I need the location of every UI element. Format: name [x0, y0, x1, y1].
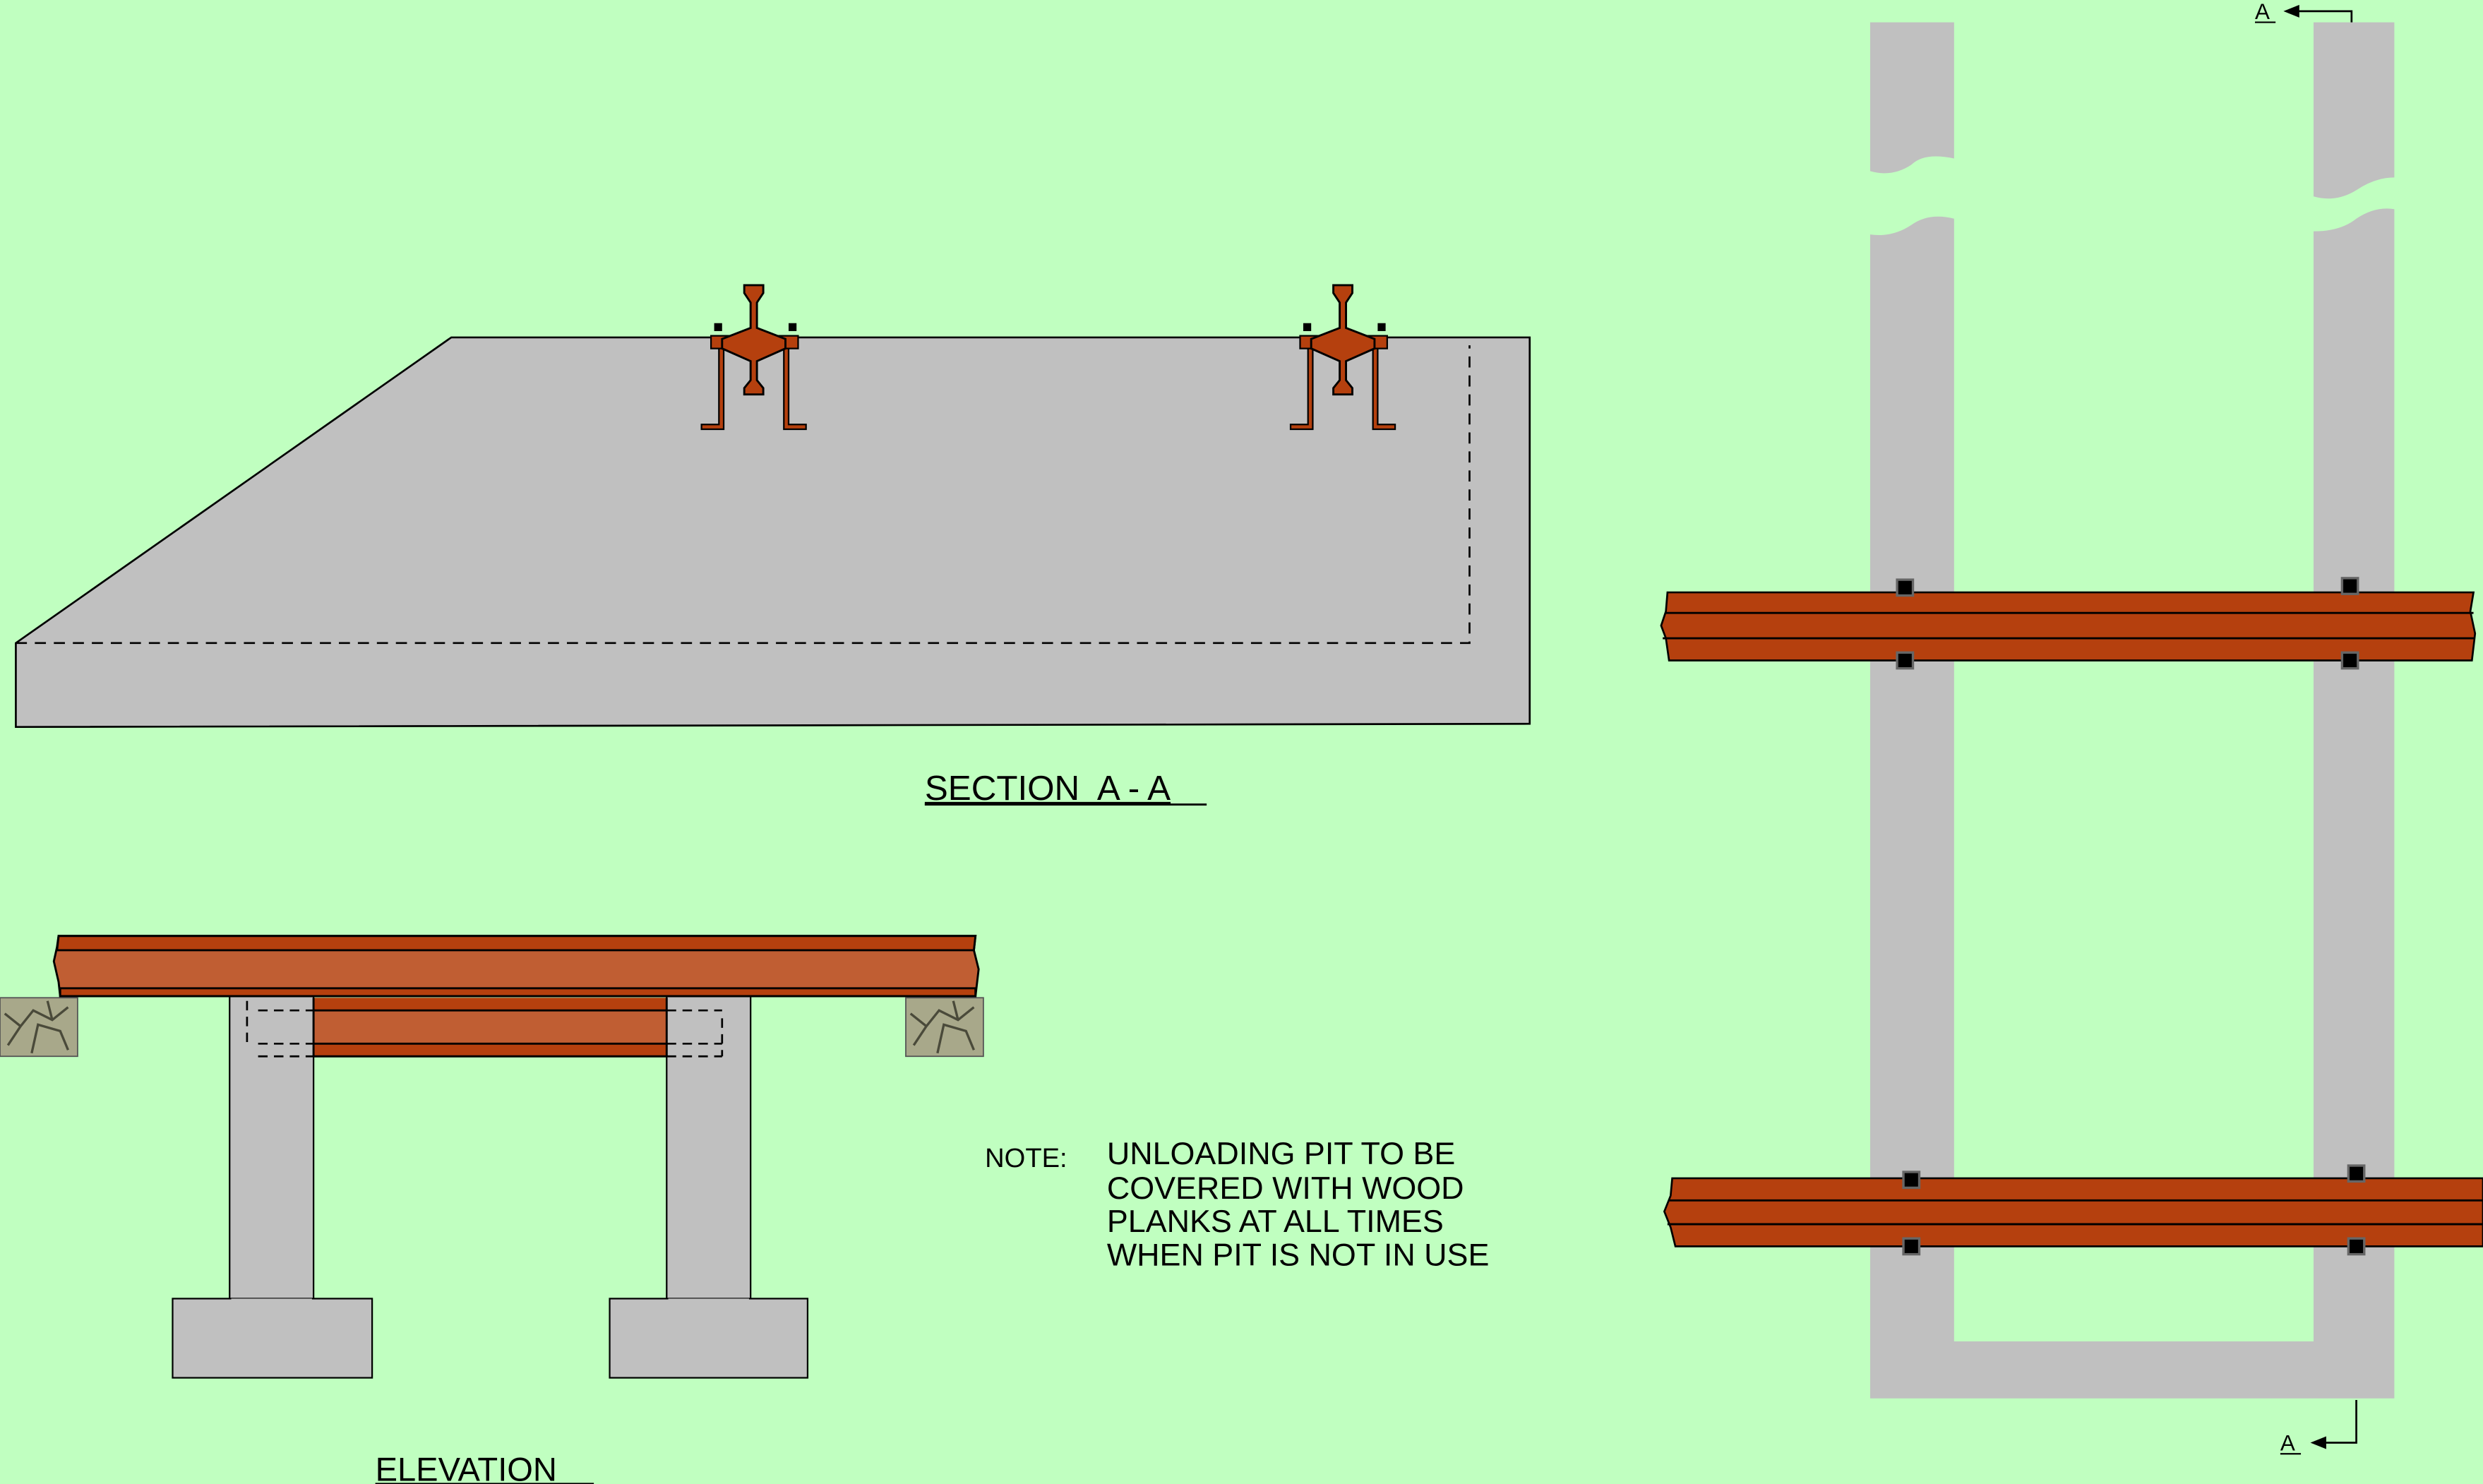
section-marker-bottom: A: [2280, 1399, 2357, 1456]
footing-right: [609, 1298, 809, 1379]
plank-set-bottom: [1663, 1164, 2483, 1256]
plank-set-top: [1660, 577, 2477, 670]
section-title: SECTION A - A: [925, 769, 1171, 808]
section-marker-label: A: [2255, 0, 2270, 24]
note: NOTE: UNLOADING PIT TO BE COVERED WITH W…: [985, 1135, 1489, 1273]
plan-view: A A: [1660, 0, 2483, 1456]
bolt-icon: [1902, 1164, 2366, 1256]
bolt-icon: [1896, 577, 2359, 670]
note-label: NOTE:: [985, 1143, 1067, 1173]
section-marker-label: A: [2280, 1431, 2295, 1456]
concrete-slab: [15, 336, 1531, 729]
note-line: WHEN PIT IS NOT IN USE: [1107, 1236, 1490, 1272]
pit-wall-left: [1869, 22, 2395, 1399]
pit-wall-right: [2314, 22, 2395, 199]
note-line: COVERED WITH WOOD: [1107, 1170, 1464, 1206]
arrow-icon: [2290, 10, 2353, 23]
post-left: [229, 993, 315, 1301]
stone-left: [0, 997, 78, 1058]
stone-right: [905, 997, 984, 1058]
elevation-title: ELEVATION: [376, 1450, 557, 1484]
arrow-icon: [2318, 1399, 2357, 1444]
note-line: UNLOADING PIT TO BE: [1107, 1135, 1455, 1171]
hidden-line: [16, 345, 1471, 645]
section-marker-top: A: [2255, 0, 2353, 24]
note-line: PLANKS AT ALL TIMES: [1107, 1203, 1444, 1239]
post-right: [666, 993, 752, 1301]
footing-left: [172, 1298, 373, 1379]
elevation-view: ELEVATION: [0, 935, 984, 1484]
rail-right: [1289, 284, 1396, 431]
rail-left: [700, 284, 807, 431]
section-view: SECTION A - A: [15, 284, 1531, 808]
